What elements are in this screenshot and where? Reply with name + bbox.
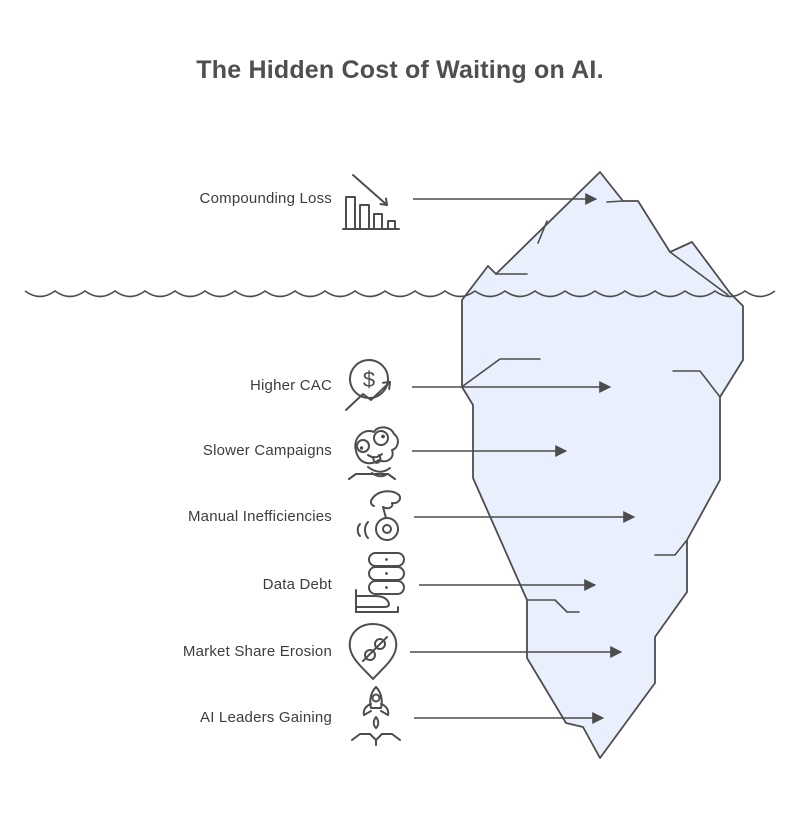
rocket-launch-icon xyxy=(351,686,401,746)
database-stack-icon xyxy=(355,552,405,613)
dollar-growth-icon: $ xyxy=(345,359,391,411)
svg-text:$: $ xyxy=(363,367,375,392)
connector-arrows xyxy=(410,193,636,724)
label-slower-campaigns: Slower Campaigns xyxy=(202,442,332,459)
dazed-snail-icon xyxy=(348,426,399,480)
iceberg-crack xyxy=(462,358,541,387)
waterline xyxy=(24,290,776,298)
iceberg-crack xyxy=(526,599,580,613)
iceberg-crack xyxy=(654,539,688,556)
page-title: The Hidden Cost of Waiting on AI. xyxy=(196,56,604,84)
label-ai-leaders-gaining: AI Leaders Gaining xyxy=(199,709,332,726)
iceberg-cracks xyxy=(462,200,729,613)
declining-bar-chart-icon xyxy=(342,174,400,230)
label-data-debt: Data Debt xyxy=(262,576,332,593)
iceberg-shape xyxy=(461,171,744,759)
discount-pin-icon xyxy=(348,623,398,680)
iceberg-crack xyxy=(606,200,624,203)
iceberg-crack xyxy=(672,370,721,398)
hand-yoyo-icon xyxy=(356,490,402,541)
iceberg-crack xyxy=(537,220,548,244)
label-manual-inefficiencies: Manual Inefficiencies xyxy=(187,508,332,525)
iceberg-crack xyxy=(669,251,729,296)
label-higher-cac: Higher CAC xyxy=(249,377,332,394)
label-compounding-loss: Compounding Loss xyxy=(199,190,332,207)
label-market-share-erosion: Market Share Erosion xyxy=(182,643,332,660)
